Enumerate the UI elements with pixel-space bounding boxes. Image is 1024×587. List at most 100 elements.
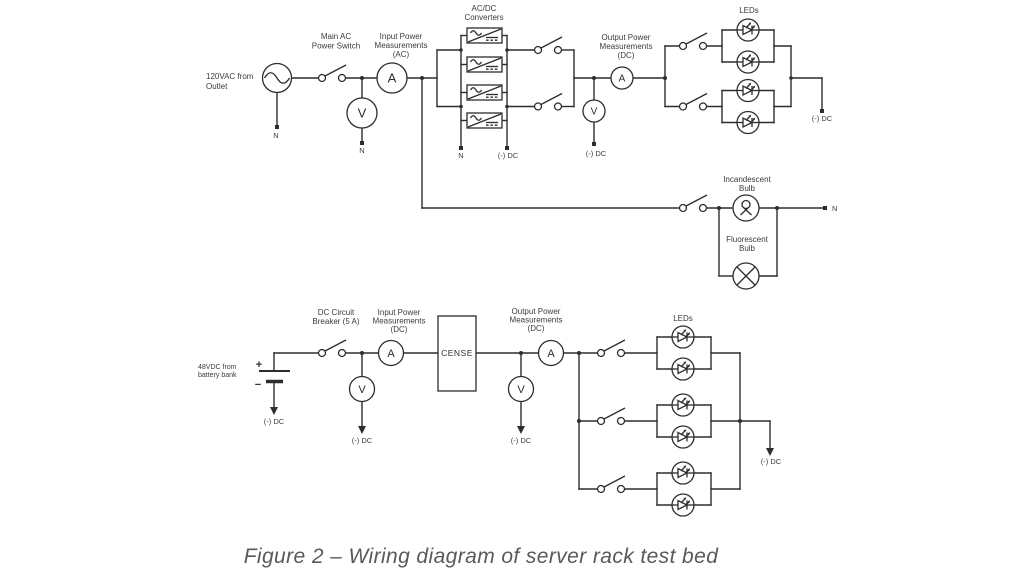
dc-source-label-line2: battery bank — [198, 372, 237, 379]
ammeter-icon — [377, 339, 405, 367]
battery-icon — [259, 370, 290, 384]
ammeter-letter: A — [547, 348, 555, 360]
dc-leds-negative-terminal: (-) DC — [761, 457, 782, 466]
ac-output-voltmeter-terminal: (-) DC — [586, 149, 607, 158]
dc-circuit: + − 48VDC from battery bank (-) DC DC Ci… — [198, 307, 782, 517]
main-switch-label-line1: Main AC — [321, 32, 351, 41]
fluorescent-label-line2: Bulb — [739, 244, 756, 253]
ac-leds-label: LEDs — [739, 6, 759, 15]
led-icon — [736, 110, 760, 135]
dc-output-meas-label-line3: (DC) — [528, 324, 545, 333]
led-icon — [671, 357, 695, 381]
voltmeter-icon — [346, 97, 378, 129]
breaker-label-line2: Breaker (5 A) — [312, 317, 359, 326]
dc-leds-label: LEDs — [673, 314, 693, 323]
ac-input-meas-label-line3: (AC) — [393, 50, 410, 59]
main-ac-power-switch: Main AC Power Switch — [312, 32, 360, 83]
dc-output-meas-label-line1: Output Power — [512, 307, 561, 316]
ac-input-meas-label-line2: Measurements — [375, 41, 428, 50]
ammeter-icon — [537, 339, 565, 367]
breaker-label-line1: DC Circuit — [318, 308, 355, 317]
dc-source-negative-terminal: (-) DC — [264, 417, 285, 426]
voltmeter-letter: V — [358, 106, 367, 121]
incandescent-label-line2: Bulb — [739, 184, 756, 193]
ammeter-icon — [376, 62, 408, 94]
bulbs-switch — [678, 194, 708, 213]
converters-neutral-terminal: N — [458, 151, 463, 160]
acdc-converter-bank: AC/DC Converters N (-) DC — [458, 4, 563, 160]
ammeter-letter: A — [619, 74, 626, 85]
voltmeter-letter: V — [358, 384, 366, 396]
ac-wiring — [276, 29, 825, 277]
dc-input-meas-label-line3: (DC) — [391, 325, 408, 334]
led-group1-switch — [596, 339, 626, 358]
ac-output-meas-label-line2: Measurements — [600, 42, 653, 51]
ammeter-letter: A — [388, 71, 397, 86]
dc-input-meas-label-line2: Measurements — [373, 317, 426, 326]
acdc-converter-icon — [466, 84, 503, 101]
dc-output-measurements: V A Output Power Measurements (DC) (-) D… — [507, 307, 565, 445]
dc-input-meas-label-line1: Input Power — [378, 308, 421, 317]
figure-caption: Figure 2 – Wiring diagram of server rack… — [244, 545, 720, 568]
ammeter-letter: A — [387, 348, 395, 360]
led-icon — [671, 393, 695, 417]
voltmeter-letter: V — [517, 384, 525, 396]
bulbs-neutral-terminal: N — [832, 204, 837, 213]
ac-output-measurements: V A Output Power Measurements (DC) (-) D… — [582, 33, 653, 158]
led-group1-switch — [678, 32, 708, 51]
battery-plus-sign: + — [256, 359, 262, 371]
dc-circuit-breaker: DC Circuit Breaker (5 A) — [312, 308, 360, 358]
dc-input-voltmeter-terminal: (-) DC — [352, 436, 373, 445]
ammeter-icon — [610, 66, 634, 90]
ac-source-label-line2: Outlet — [206, 82, 228, 91]
converter-pair1-switch — [533, 36, 563, 55]
converter-pair2-switch — [533, 92, 563, 111]
voltmeter-icon — [507, 375, 535, 403]
ac-output-meas-label-line3: (DC) — [618, 51, 635, 60]
ac-input-measurements: A V Input Power Measurements (AC) N — [346, 32, 428, 155]
led-group2-switch — [678, 92, 708, 111]
ac-input-voltmeter-terminal: N — [359, 146, 364, 155]
arrowhead — [766, 448, 774, 456]
led-icon — [736, 50, 760, 74]
dc-source-label-line1: 48VDC from — [198, 364, 237, 371]
fluorescent-label-line1: Fluorescent — [726, 235, 769, 244]
dc-led-bank: LEDs (-) DC — [596, 314, 782, 517]
arrowhead — [517, 426, 525, 434]
led-icon — [671, 461, 695, 485]
fluorescent-bulb-icon — [732, 262, 760, 290]
voltmeter-icon — [582, 99, 606, 123]
ac-junction-dots — [360, 48, 793, 210]
led-icon — [736, 18, 760, 42]
led-icon — [736, 78, 760, 103]
dc-input-measurements: V A Input Power Measurements (DC) (-) DC — [348, 308, 426, 445]
converters-label-line1: AC/DC — [472, 4, 497, 13]
ac-source-label-line1: 120VAC from — [206, 72, 254, 81]
ac-circuit: 120VAC from Outlet N Main AC Power Switc… — [206, 4, 837, 290]
voltmeter-icon — [348, 375, 376, 403]
ac-leds-negative-terminal: (-) DC — [812, 114, 833, 123]
led-icon — [671, 325, 695, 349]
led-group2-switch — [596, 407, 626, 426]
converters-label-line2: Converters — [464, 13, 503, 22]
voltmeter-letter: V — [591, 107, 598, 118]
battery-minus-sign: − — [255, 379, 261, 391]
acdc-converter-icon — [466, 112, 503, 129]
ac-source-neutral-terminal: N — [273, 131, 278, 140]
arrowhead — [270, 407, 278, 415]
breaker-switch-icon — [317, 339, 347, 358]
ac-input-meas-label-line1: Input Power — [380, 32, 423, 41]
incandescent-label-line1: Incandescent — [723, 175, 771, 184]
cense-unit: CENSE — [437, 315, 477, 392]
ac-led-bank: LEDs (-) DC — [678, 6, 833, 135]
cense-box — [437, 315, 477, 392]
dc-wiring — [273, 336, 771, 506]
ac-source: 120VAC from Outlet N — [206, 62, 293, 140]
acdc-converter-icon — [466, 27, 503, 44]
acdc-converter-icon — [466, 56, 503, 73]
led-icon — [671, 493, 695, 517]
bulb-branch: Incandescent Bulb Fluorescent Bulb N — [678, 175, 837, 290]
led-icon — [671, 425, 695, 449]
